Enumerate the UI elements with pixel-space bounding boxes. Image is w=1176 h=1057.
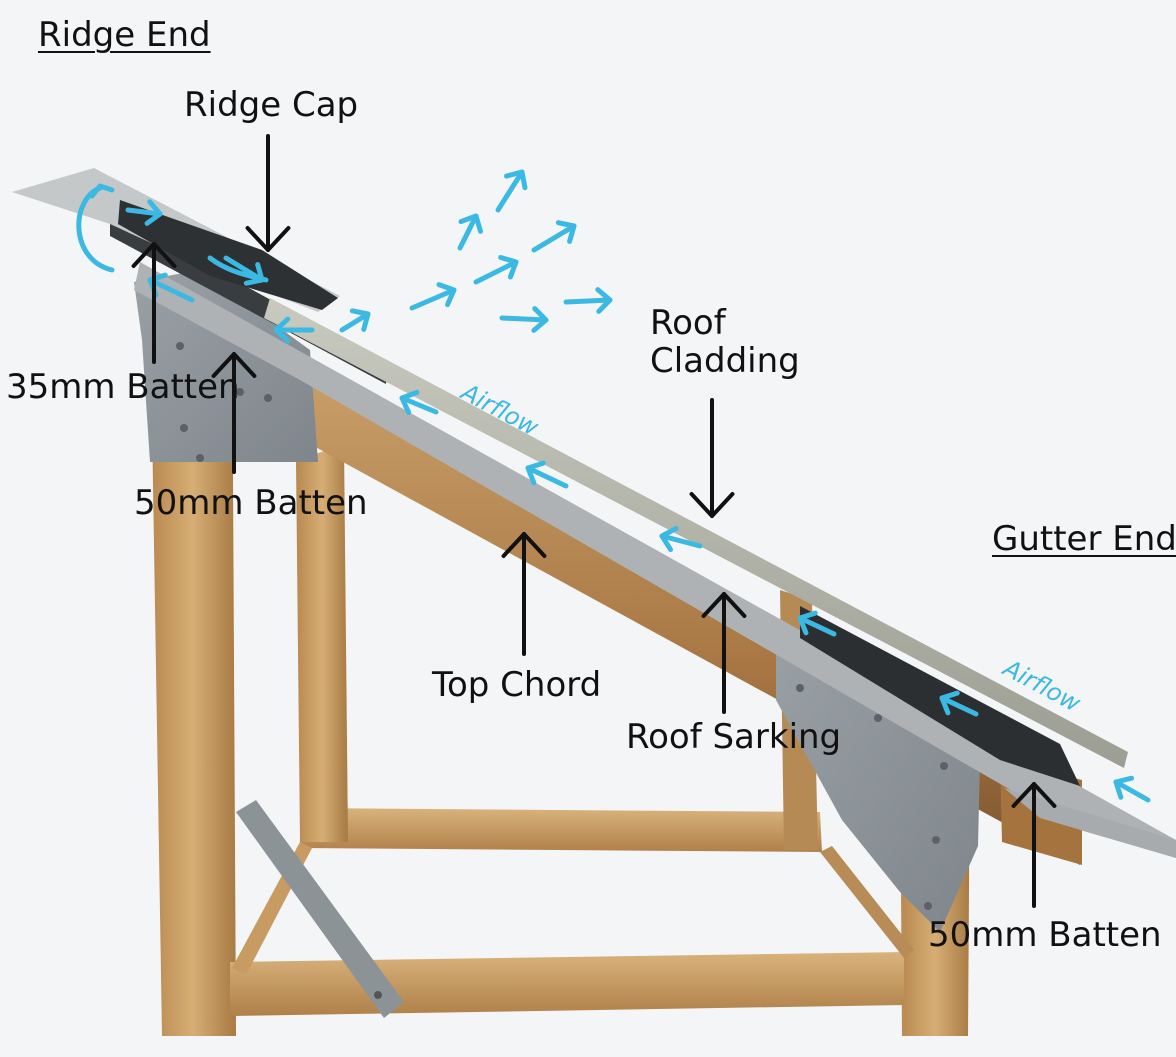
ridge-end-title: Ridge End <box>38 15 211 55</box>
roof-sarking-label: Roof Sarking <box>626 717 842 757</box>
top-chord-pointer-arrow <box>501 532 547 656</box>
airflow-arrow <box>273 316 315 344</box>
ridge-cap-shadow <box>118 200 338 310</box>
right-side-rail <box>820 846 914 958</box>
ridge-curve-arrow <box>207 255 269 283</box>
gutter-bracket <box>776 618 980 932</box>
airflow-arrow <box>531 220 577 253</box>
batten-35-label: 35mm Batten <box>6 367 240 407</box>
airflow-arrow <box>125 199 163 226</box>
airflow-arrow <box>499 306 549 333</box>
label-pointer-arrows <box>131 134 1057 908</box>
batten-50-gutter-pointer-arrow <box>1011 782 1057 908</box>
airflow-arrow <box>399 389 439 416</box>
ridge-curl-arrow-head <box>89 183 115 199</box>
cladding-sheet <box>264 298 1128 768</box>
roof-cladding-pointer-arrow <box>689 398 735 518</box>
ridge-cap-label: Ridge Cap <box>184 85 359 125</box>
roof-layers <box>12 168 1176 858</box>
strap-screw <box>374 991 382 999</box>
batten-35-pointer-arrow <box>131 242 177 364</box>
back-left-post <box>296 445 348 842</box>
brace-strap <box>236 800 404 1018</box>
ridge-cap-pointer-arrow <box>245 134 291 252</box>
airflow-arrow <box>457 213 484 251</box>
ridge-bracket <box>134 270 318 462</box>
batten-50-gutter-label: 50mm Batten <box>928 915 1162 955</box>
airflow-arrow <box>525 460 569 489</box>
airflow-arrow <box>473 254 519 285</box>
airflow-arrow <box>409 282 457 311</box>
front-bottom-rail <box>230 952 904 1016</box>
gutter-batten-mesh <box>800 606 1080 786</box>
batten-50-ridge-pointer-arrow <box>211 352 257 474</box>
front-left-post <box>150 290 236 1036</box>
top-chord-label: Top Chord <box>432 665 602 705</box>
airflow-arrow <box>563 287 613 314</box>
airflow-arrow <box>939 690 979 717</box>
back-bottom-rail <box>300 808 822 852</box>
gutter-sarking-flap <box>1004 788 1176 858</box>
airflow-arrow <box>495 169 528 213</box>
roof-cladding-label: Roof Cladding <box>650 303 800 382</box>
airflow-arrow <box>659 525 703 553</box>
sarking-layer <box>134 262 1176 858</box>
batten-50-ridge-label: 50mm Batten <box>134 483 368 523</box>
airflow-arrow <box>1113 775 1151 803</box>
roof-sarking-pointer-arrow <box>701 592 747 714</box>
gutter-end-title: Gutter End <box>992 519 1176 559</box>
bracket-screws <box>176 342 948 910</box>
airflow-arrow <box>797 610 837 637</box>
airflow-arrow <box>339 308 371 333</box>
